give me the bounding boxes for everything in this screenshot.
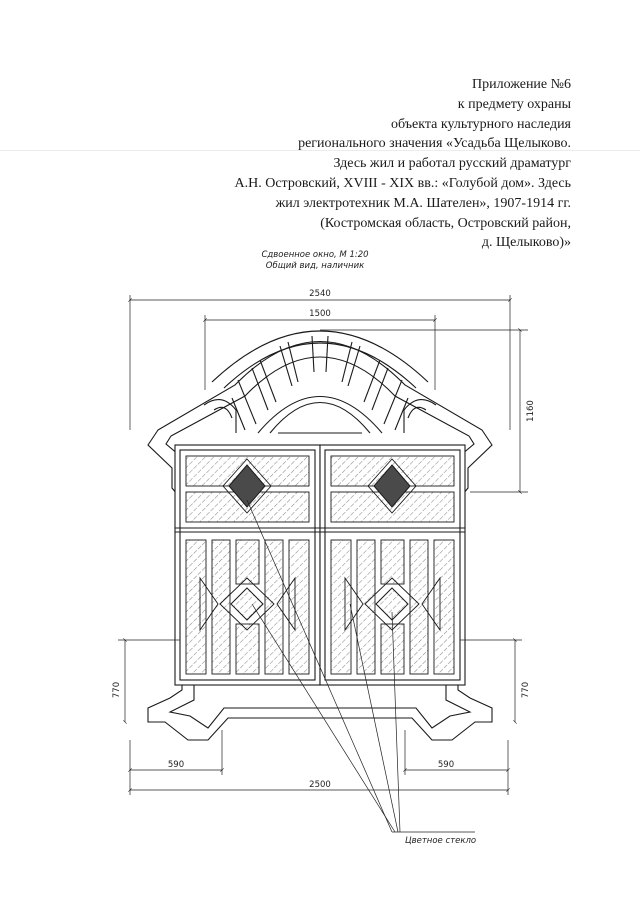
dim-lower-height-right: 770: [521, 682, 531, 698]
header-line-8: (Костромская область, Островский район,: [320, 215, 571, 231]
dimension-lines: [118, 295, 528, 795]
header-line-3: объекта культурного наследия: [391, 116, 571, 132]
dim-overall-top: 2540: [309, 289, 331, 299]
lower-sash-panels: [185, 539, 455, 675]
callout-leaders: [246, 499, 475, 833]
dim-foot-right: 590: [438, 760, 454, 770]
colored-glass-diamond-lower-left: [230, 587, 264, 621]
dim-foot-left: 590: [168, 760, 184, 770]
header-line-9: д. Щелыково)»: [481, 235, 571, 251]
colored-glass-diamond-upper-right: [373, 464, 411, 508]
appendix-header: Приложение №6 к предмету охраны объекта …: [235, 75, 572, 253]
callout-colored-glass: Цветное стекло: [405, 836, 476, 846]
header-line-6: А.Н. Островский, XVIII - XIX вв.: «Голуб…: [234, 175, 572, 191]
dim-lower-height-left: 770: [112, 682, 122, 698]
casing-outline: [147, 330, 493, 741]
drawing-subtitle: Общий вид, наличник: [265, 261, 365, 271]
header-line-1: Приложение №6: [472, 77, 571, 92]
lower-sash-diamond-frames: [199, 576, 441, 632]
colored-glass-diamond-upper-left: [228, 464, 266, 508]
header-line-4: регионального значения «Усадьба Щелыково…: [298, 136, 571, 152]
dim-overall-bottom: 2500: [309, 780, 331, 790]
drawing-title: Сдвоенное окно, М 1:20: [261, 250, 369, 260]
scan-artifact-line: [0, 150, 640, 151]
dim-upper-height: 1160: [526, 400, 536, 422]
dim-arch-width: 1500: [309, 309, 331, 319]
header-line-5: Здесь жил и работал русский драматург: [333, 156, 571, 172]
header-line-7: жил электротехник М.А. Шателен», 1907-19…: [275, 195, 571, 211]
header-line-2: к предмету охраны: [457, 96, 571, 112]
sunburst-slats: [203, 335, 437, 433]
